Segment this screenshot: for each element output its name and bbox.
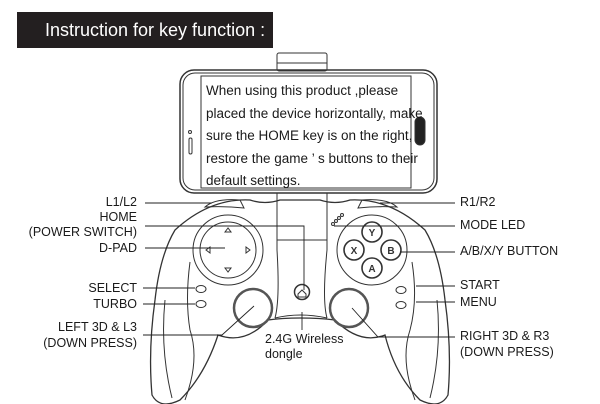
label-right-3d-r3: RIGHT 3D & R3 <box>460 329 550 343</box>
turbo-button <box>195 300 207 308</box>
phone-screen <box>200 75 412 189</box>
label-left-down-press: (DOWN PRESS) <box>43 336 137 350</box>
controller-body <box>149 199 451 404</box>
label-start: START <box>460 278 500 292</box>
label-left-3d-l3: LEFT 3D & L3 <box>58 320 137 334</box>
select-button <box>195 285 207 293</box>
button-a <box>361 257 383 279</box>
menu-button <box>395 301 407 309</box>
mode-led <box>331 213 344 226</box>
l1-l2-bumper <box>203 199 245 209</box>
button-a-label: A <box>368 264 375 275</box>
button-b-label: B <box>387 246 394 257</box>
d-pad-arrows-icon <box>205 227 251 273</box>
start-button <box>395 286 407 294</box>
home-icon <box>297 289 307 298</box>
label-turbo: TURBO <box>93 297 137 311</box>
label-l1-l2: L1/L2 <box>105 195 137 209</box>
phone-clamp <box>276 52 328 72</box>
phone <box>179 69 438 194</box>
label-menu: MENU <box>460 295 497 309</box>
label-mode-led: MODE LED <box>460 218 526 232</box>
label-right-down-press: (DOWN PRESS) <box>460 345 554 359</box>
label-dongle: 2.4G Wireless <box>265 332 344 346</box>
phone-home-key <box>414 116 426 146</box>
label-home: HOME <box>99 210 138 224</box>
left-joystick <box>232 287 274 329</box>
phone-screen-instructions: When using this product ,please placed t… <box>206 80 423 193</box>
label-abxy: A/B/X/Y BUTTON <box>460 244 559 258</box>
instruction-line: default settings. <box>206 173 301 188</box>
label-d-pad: D-PAD <box>99 241 137 255</box>
r1-r2-bumper <box>357 199 399 209</box>
label-dongle-2: dongle <box>265 347 303 361</box>
section-title: Instruction for key function : <box>17 12 273 48</box>
d-pad <box>199 221 257 279</box>
label-r1-r2: R1/R2 <box>460 195 496 209</box>
button-y-label: Y <box>369 228 376 239</box>
instruction-line: sure the HOME key is on the right, <box>206 128 413 143</box>
button-x <box>343 239 365 261</box>
button-x-label: X <box>351 246 358 257</box>
leader-lines <box>143 202 455 338</box>
home-button <box>293 283 311 301</box>
instruction-line: restore the game ’ s buttons to their <box>206 150 418 166</box>
button-b <box>380 239 402 261</box>
instruction-line: When using this product ,please <box>206 83 399 98</box>
instruction-line: placed the device horizontally, make <box>206 105 423 121</box>
label-select: SELECT <box>88 281 137 295</box>
right-joystick <box>328 287 370 329</box>
button-y <box>361 221 383 243</box>
label-power-switch: (POWER SWITCH) <box>28 225 137 239</box>
